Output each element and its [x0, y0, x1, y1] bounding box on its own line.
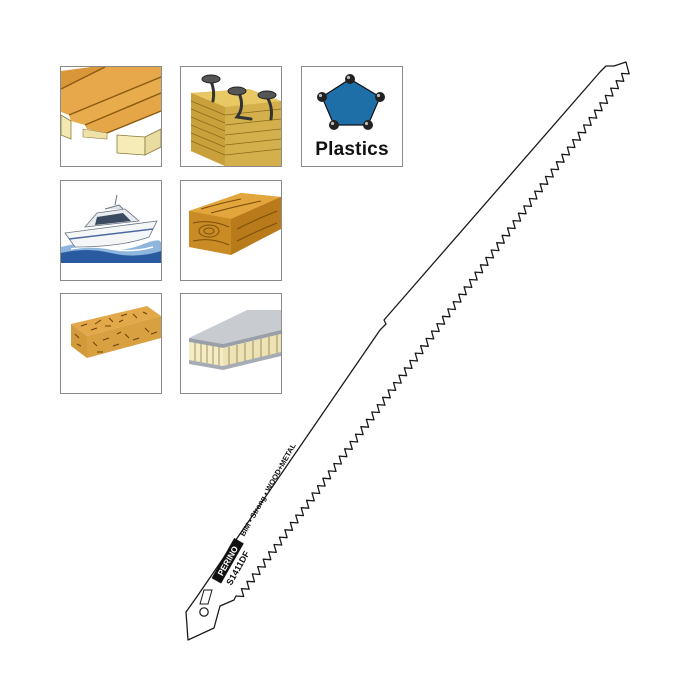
boat-material-tile [60, 180, 162, 281]
wood-pallet-icon [61, 67, 161, 156]
chipboard-material-tile [60, 293, 162, 394]
saw-blade-body [185, 61, 630, 641]
pallet-material-tile [60, 66, 162, 167]
boat-icon [61, 194, 161, 263]
blade-mount-hole [199, 607, 209, 617]
timber-material-tile [180, 180, 282, 281]
plastics-molecule-icon [317, 74, 385, 130]
chipboard-icon [71, 306, 161, 358]
sandwich-panel-icon [189, 310, 281, 370]
solid-timber-icon [189, 193, 281, 255]
sandwich-panel-material-tile [180, 293, 282, 394]
wood-with-nails-icon [190, 74, 281, 166]
nails-in-wood-material-tile [180, 66, 282, 167]
plastics-material-tile: Plastics [301, 66, 403, 167]
plastics-label: Plastics [315, 139, 389, 160]
